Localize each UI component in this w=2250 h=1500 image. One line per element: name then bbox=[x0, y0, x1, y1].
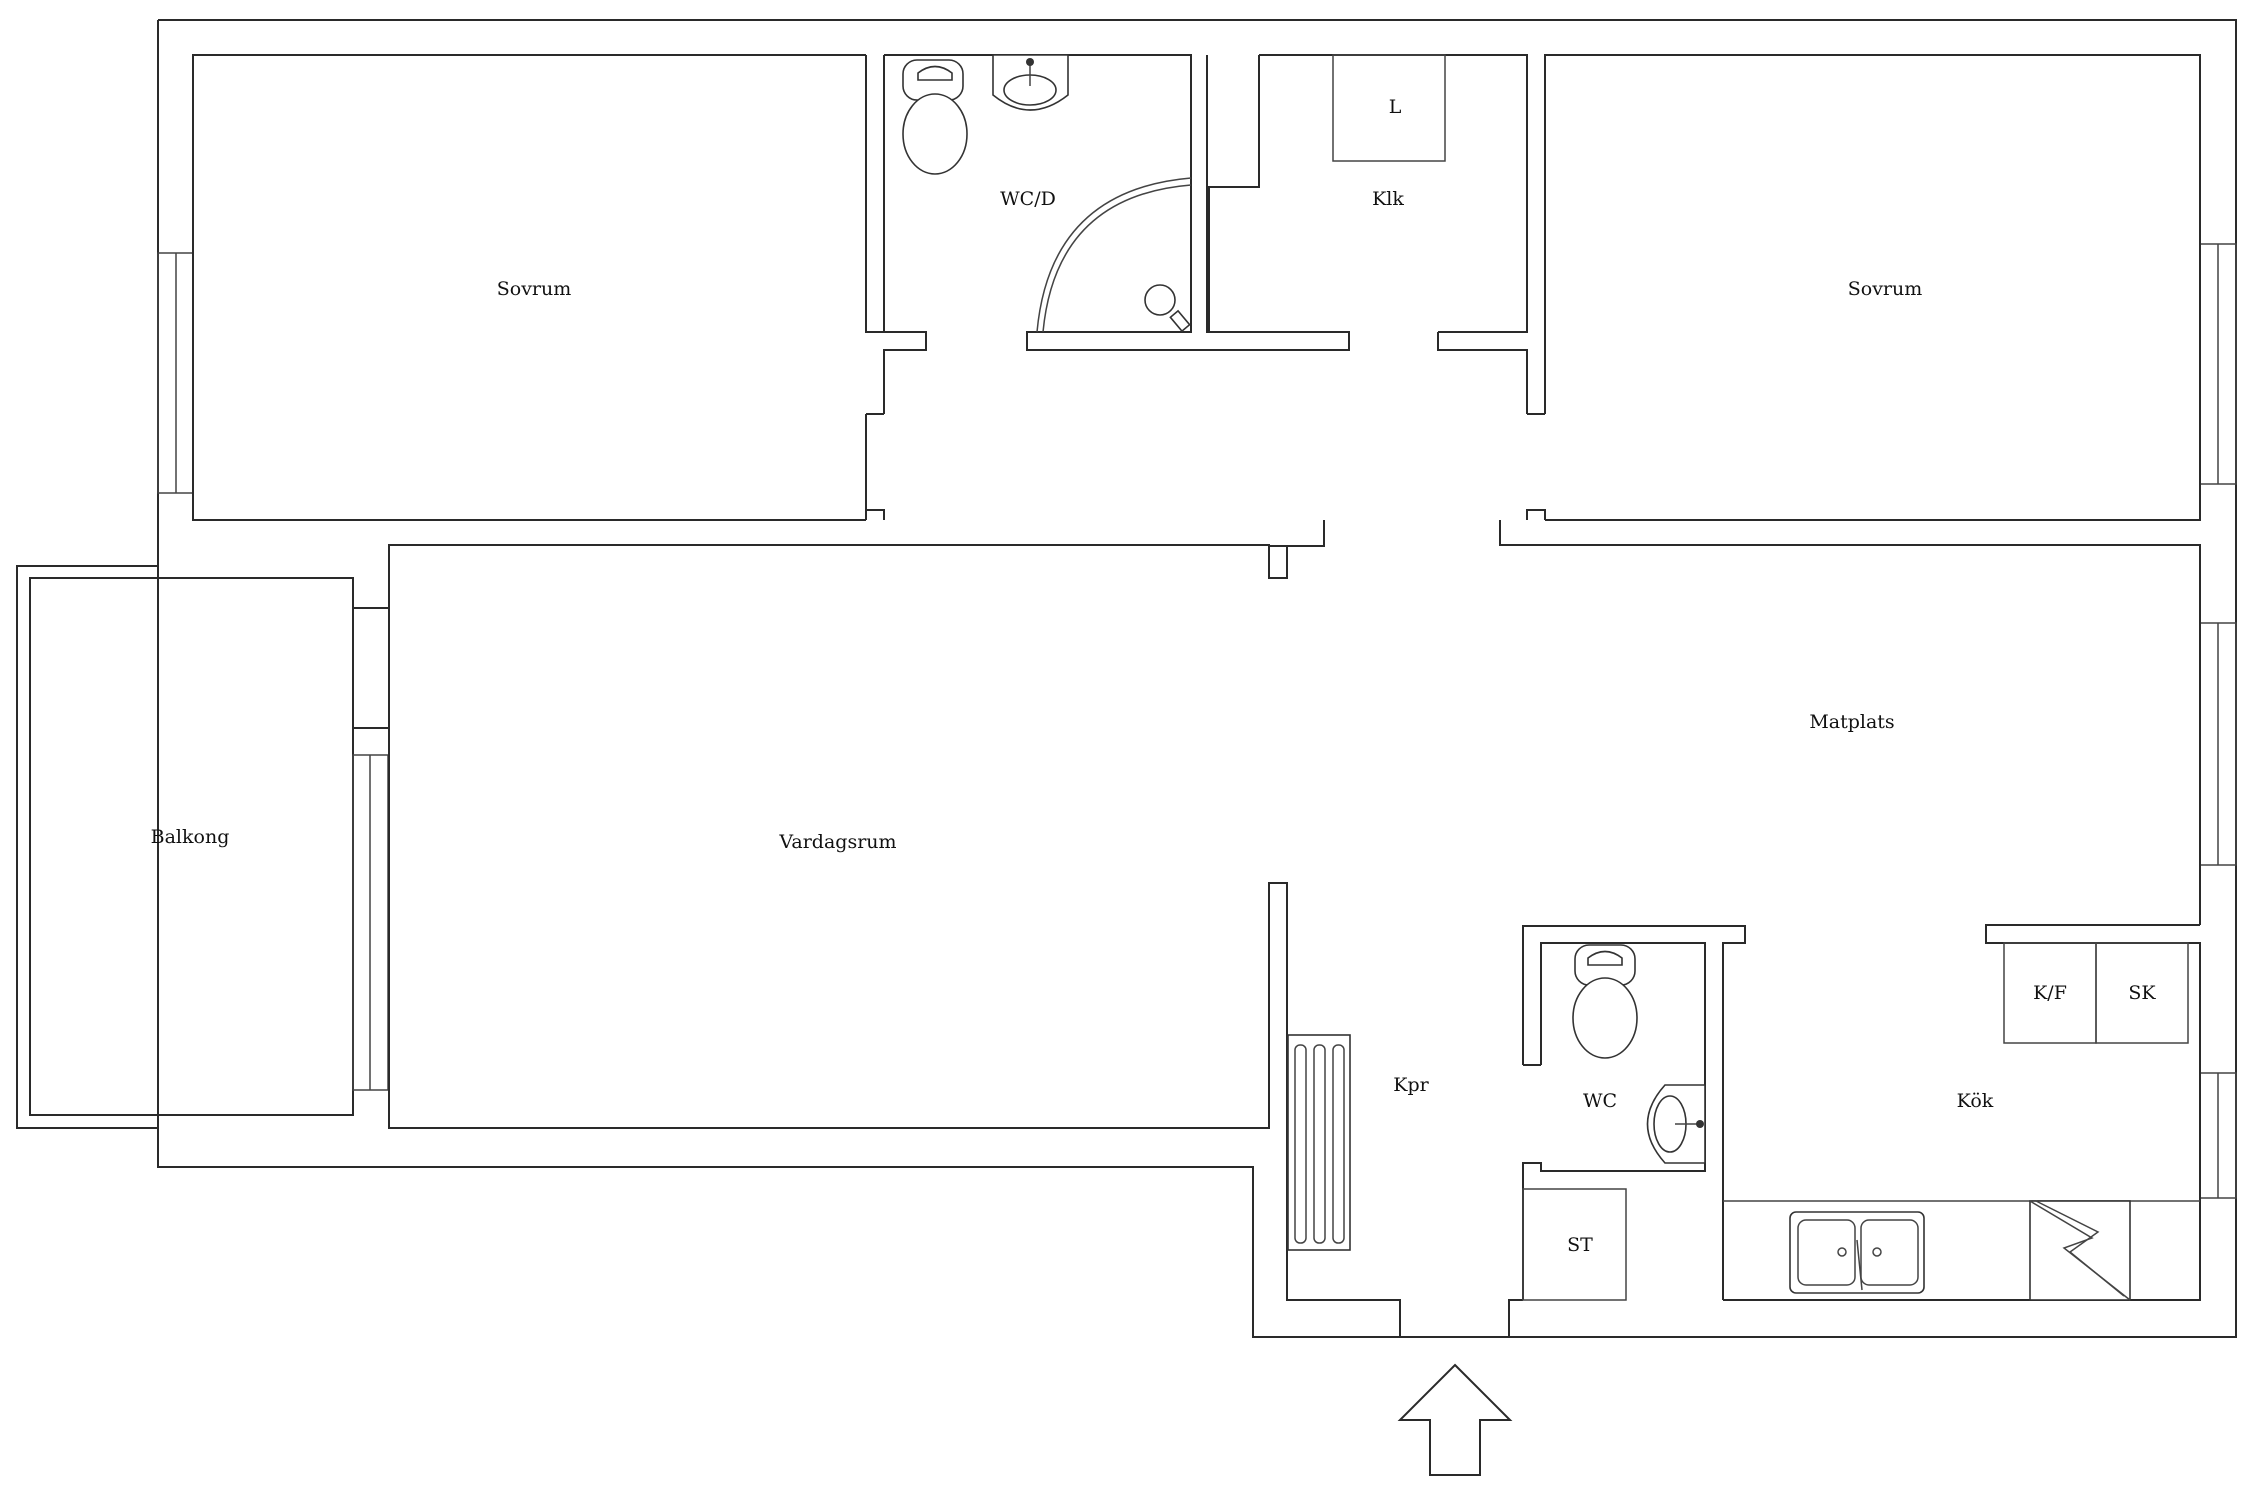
label-sk: SK bbox=[2128, 982, 2156, 1004]
entrance-arrow-icon bbox=[1397, 1363, 1513, 1476]
label-kpr: Kpr bbox=[1393, 1074, 1429, 1096]
cabinet-sk bbox=[2095, 942, 2189, 1044]
room-kpr: Kpr bbox=[1287, 1034, 1523, 1337]
room-klk: L Klk bbox=[1208, 54, 1528, 414]
sink-icon bbox=[992, 54, 1069, 111]
label-sovrum-left: Sovrum bbox=[497, 278, 572, 300]
stove-icon bbox=[2029, 1200, 2131, 1301]
hall-walls bbox=[353, 509, 2201, 925]
toilet-icon bbox=[902, 59, 968, 175]
linen-closet bbox=[1332, 54, 1446, 162]
room-sovrum-right: Sovrum bbox=[1527, 54, 2201, 521]
label-wc-d: WC/D bbox=[1000, 188, 1056, 210]
label-vardagsrum: Vardagsrum bbox=[778, 831, 896, 853]
label-st: ST bbox=[1567, 1234, 1593, 1256]
room-sovrum-left: Sovrum bbox=[192, 54, 927, 521]
shower-icon bbox=[1036, 177, 1192, 333]
toilet-icon bbox=[1572, 944, 1638, 1059]
room-wc-d: WC/D bbox=[866, 54, 1350, 415]
label-linen: L bbox=[1389, 96, 1402, 118]
label-kf: K/F bbox=[2033, 982, 2067, 1004]
outer-walls bbox=[16, 19, 2237, 1338]
room-st: ST bbox=[1522, 1188, 1627, 1301]
radiator-icon bbox=[1287, 1034, 1351, 1251]
label-matplats: Matplats bbox=[1809, 711, 1894, 733]
label-kok: Kök bbox=[1957, 1090, 1994, 1112]
sink-icon bbox=[1646, 1084, 1706, 1164]
room-wc: WC bbox=[1522, 925, 1746, 1300]
label-klk: Klk bbox=[1372, 188, 1404, 210]
label-sovrum-right: Sovrum bbox=[1848, 278, 1923, 300]
label-wc: WC bbox=[1583, 1090, 1617, 1112]
windows bbox=[157, 243, 2237, 1199]
room-kok: K/F SK Kök bbox=[1723, 924, 2201, 1301]
kitchen-sink-icon bbox=[1789, 1211, 1925, 1294]
label-balkong: Balkong bbox=[151, 826, 230, 848]
room-vardagsrum: Vardagsrum bbox=[353, 608, 1401, 1337]
